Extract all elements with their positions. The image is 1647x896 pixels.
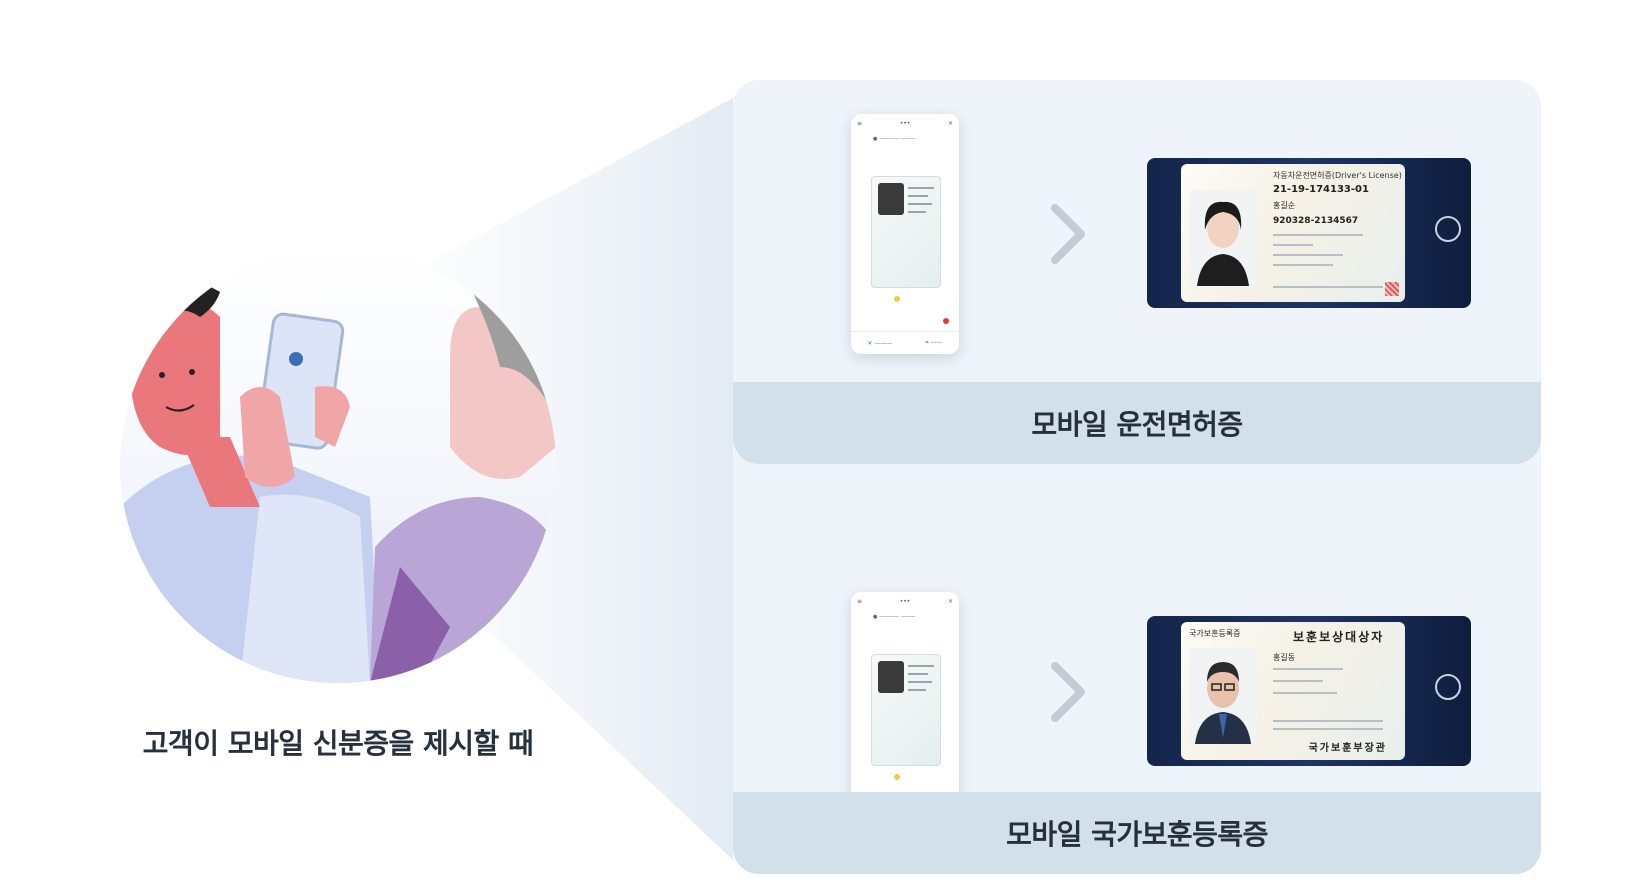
flip-card-icon[interactable] (1435, 674, 1461, 700)
veteran-card-header: 국가보훈등록증 (1189, 629, 1241, 638)
phone-bottom-bar: ✕ ———⌗ —— (851, 331, 959, 354)
status-dot (894, 296, 900, 302)
veteran-registration-card: 국가보훈등록증 보훈보상대상자 홍길동 (1181, 622, 1405, 760)
phone-date-line: ● ———— ——— (873, 614, 916, 620)
flip-card-icon[interactable] (1435, 216, 1461, 242)
veteran-card-issuer: 국가보훈부장관 (1308, 743, 1387, 754)
license-id-number: 920328-2134567 (1273, 216, 1359, 226)
veteran-card-section: ≡•••× ● ———— ——— ✕ ———⌗ —— 국가보훈등록증 보훈보상대… (733, 464, 1541, 874)
phone-veteran-card (871, 654, 941, 766)
status-dot (894, 774, 900, 780)
phone-date-line: ● ———— ——— (873, 136, 916, 142)
veteran-holder-name: 홍길동 (1273, 653, 1296, 662)
driver-license-card: 자동차운전면허증(Driver's License) 21-19-174133-… (1181, 164, 1405, 302)
customer-illustration (120, 247, 556, 683)
alert-dot (943, 318, 949, 324)
veteran-card-title: 보훈보상대상자 (1293, 630, 1385, 644)
veteran-photo (1189, 648, 1257, 744)
chevron-right-icon (1051, 662, 1085, 722)
license-number: 21-19-174133-01 (1273, 184, 1369, 195)
illustration-caption: 고객이 모바일 신분증을 제시할 때 (142, 727, 534, 760)
driver-license-display: 자동차운전면허증(Driver's License) 21-19-174133-… (1147, 158, 1471, 308)
qr-code (1385, 282, 1399, 296)
phone-mockup: ≡•••× ● ———— ——— ✕ ———⌗ —— (851, 114, 959, 354)
driver-license-label: 모바일 운전면허증 (733, 382, 1541, 464)
veteran-card-label: 모바일 국가보훈등록증 (733, 792, 1541, 874)
driver-license-section: ≡•••× ● ———— ——— ✕ ———⌗ —— (733, 80, 1541, 464)
mobile-id-panel: ≡•••× ● ———— ——— ✕ ———⌗ —— (733, 80, 1541, 874)
license-holder-name: 홍길순 (1273, 201, 1296, 210)
license-title: 자동차운전면허증(Driver's License) (1273, 171, 1402, 180)
phone-header: ≡•••× (857, 597, 953, 605)
phone-license-card (871, 176, 941, 288)
veteran-card-display: 국가보훈등록증 보훈보상대상자 홍길동 (1147, 616, 1471, 766)
chevron-right-icon (1051, 204, 1085, 264)
phone-header: ≡•••× (857, 119, 953, 127)
license-photo (1189, 190, 1257, 286)
